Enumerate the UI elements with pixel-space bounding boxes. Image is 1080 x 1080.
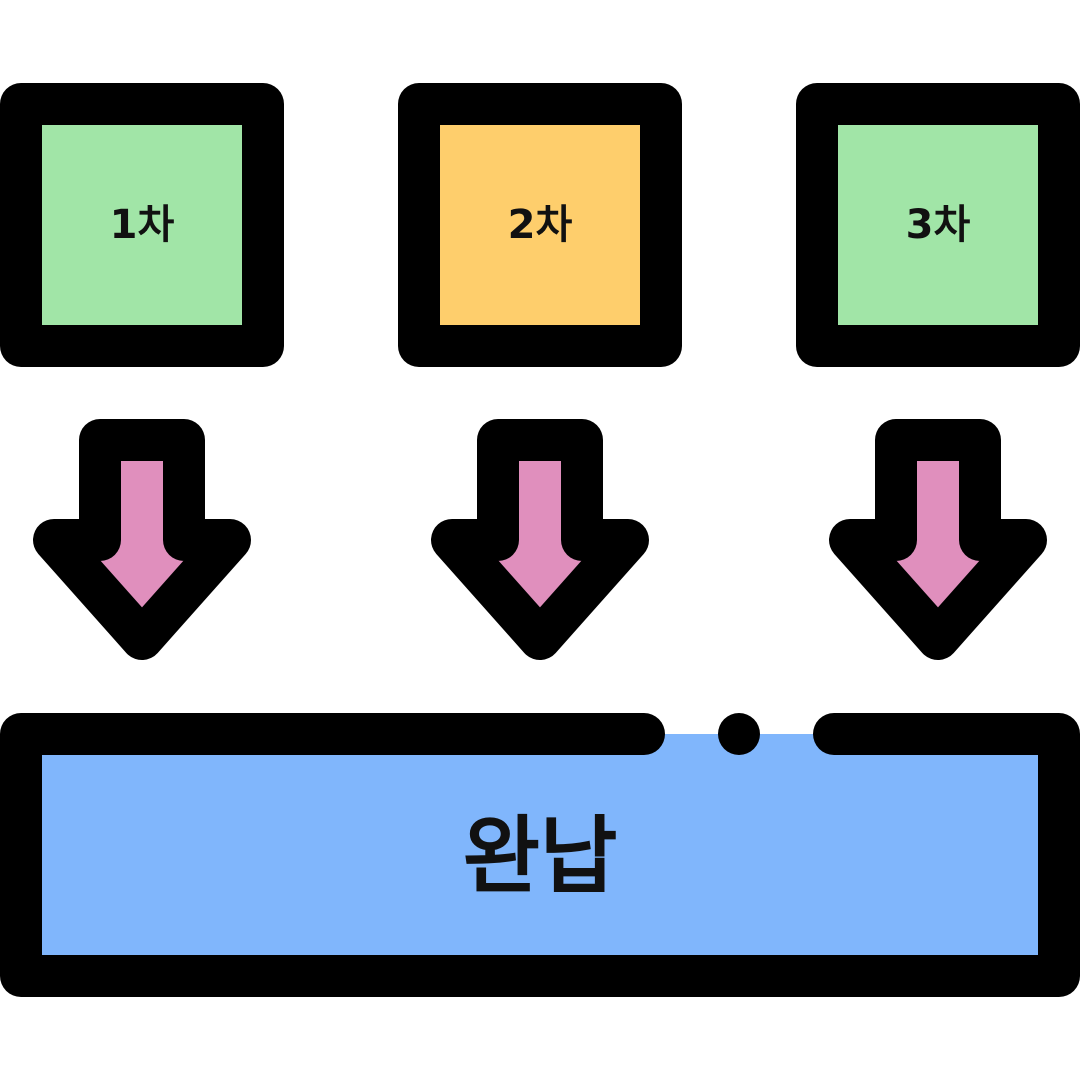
stage-label-2: 2차 <box>508 202 573 248</box>
stage-box-2: 2차 <box>398 83 682 367</box>
stage-label-1: 1차 <box>110 202 175 248</box>
result-box: 완납 <box>0 713 1080 997</box>
stage-label-3: 3차 <box>906 202 971 248</box>
down-arrow-icon <box>829 419 1047 660</box>
stage-box-1: 1차 <box>0 83 284 367</box>
down-arrow-icon <box>431 419 649 660</box>
down-arrow-icon <box>33 419 251 660</box>
stage-box-3: 3차 <box>796 83 1080 367</box>
outline-dot <box>718 713 760 755</box>
result-label: 완납 <box>463 807 618 905</box>
result-box-outline <box>0 713 1080 997</box>
result-box-fill <box>21 734 1059 976</box>
